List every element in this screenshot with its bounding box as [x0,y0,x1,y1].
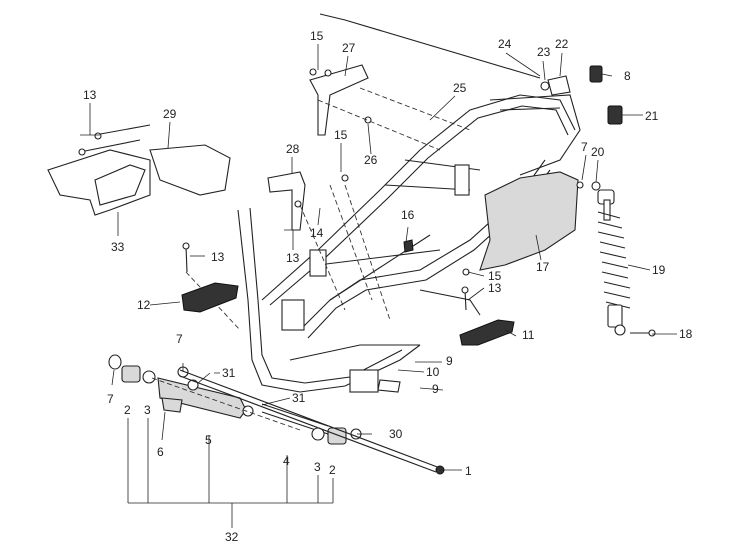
callout-31-upper: 31 [222,366,236,380]
callout-22: 22 [555,37,569,51]
callout-24: 24 [498,37,512,51]
rear-shock-absorber [597,189,631,336]
callout-19: 19 [652,263,666,277]
callout-7-left: 7 [107,392,114,406]
rear-fender [479,171,579,271]
footrest-11 [459,319,515,346]
callout-18: 18 [679,327,693,341]
main-frame [237,94,581,393]
callout-32: 32 [225,530,239,544]
callout-15-right: 15 [488,269,502,283]
callout-3-left: 3 [144,403,151,417]
part-21 [607,105,623,125]
callout-labels: 1 2 2 3 3 4 5 6 7 7 7 8 9 9 10 11 12 13 … [83,29,693,544]
callout-8: 8 [624,69,631,83]
callout-9-lower: 9 [432,382,439,396]
callout-2-left: 2 [124,403,131,417]
callout-17: 17 [536,260,550,274]
callout-15-top: 15 [310,29,324,43]
callout-30: 30 [389,427,403,441]
callout-23: 23 [537,45,551,59]
leader-lines [80,44,677,528]
callout-14: 14 [310,226,324,240]
callout-13-right: 13 [488,281,502,295]
callout-6: 6 [157,445,164,459]
callout-29: 29 [163,107,177,121]
bolts [78,68,656,337]
callout-11: 11 [522,328,535,342]
assembly-lines [151,87,471,431]
callout-16: 16 [401,208,415,222]
callout-25: 25 [453,81,467,95]
callout-12: 12 [137,298,151,312]
callout-1: 1 [465,464,472,478]
callout-27: 27 [342,41,356,55]
callout-5: 5 [205,433,212,447]
callout-21: 21 [645,109,659,123]
pivot-assembly [108,354,445,475]
cable-24 [319,13,541,79]
callout-31-lower: 31 [292,391,306,405]
callout-13-left: 13 [211,250,225,264]
bracket-27 [309,64,369,136]
callout-13-center: 13 [286,251,300,265]
callout-26: 26 [364,153,378,167]
callout-2-right: 2 [329,463,336,477]
callout-7-right: 7 [581,140,588,154]
callout-20: 20 [591,145,605,159]
callout-15-center: 15 [334,128,348,142]
callout-3-right: 3 [314,460,321,474]
callout-7-top: 7 [176,332,183,346]
callout-13-topleft: 13 [83,88,97,102]
callout-10: 10 [426,365,440,379]
callout-33: 33 [111,240,125,254]
part-22 [547,75,571,96]
part-8 [589,65,603,83]
bracket-29 [149,144,231,196]
left-bracket [47,124,151,216]
callout-4: 4 [283,454,290,468]
callout-9-upper: 9 [446,354,453,368]
part-23 [540,81,550,91]
callout-28: 28 [286,142,300,156]
